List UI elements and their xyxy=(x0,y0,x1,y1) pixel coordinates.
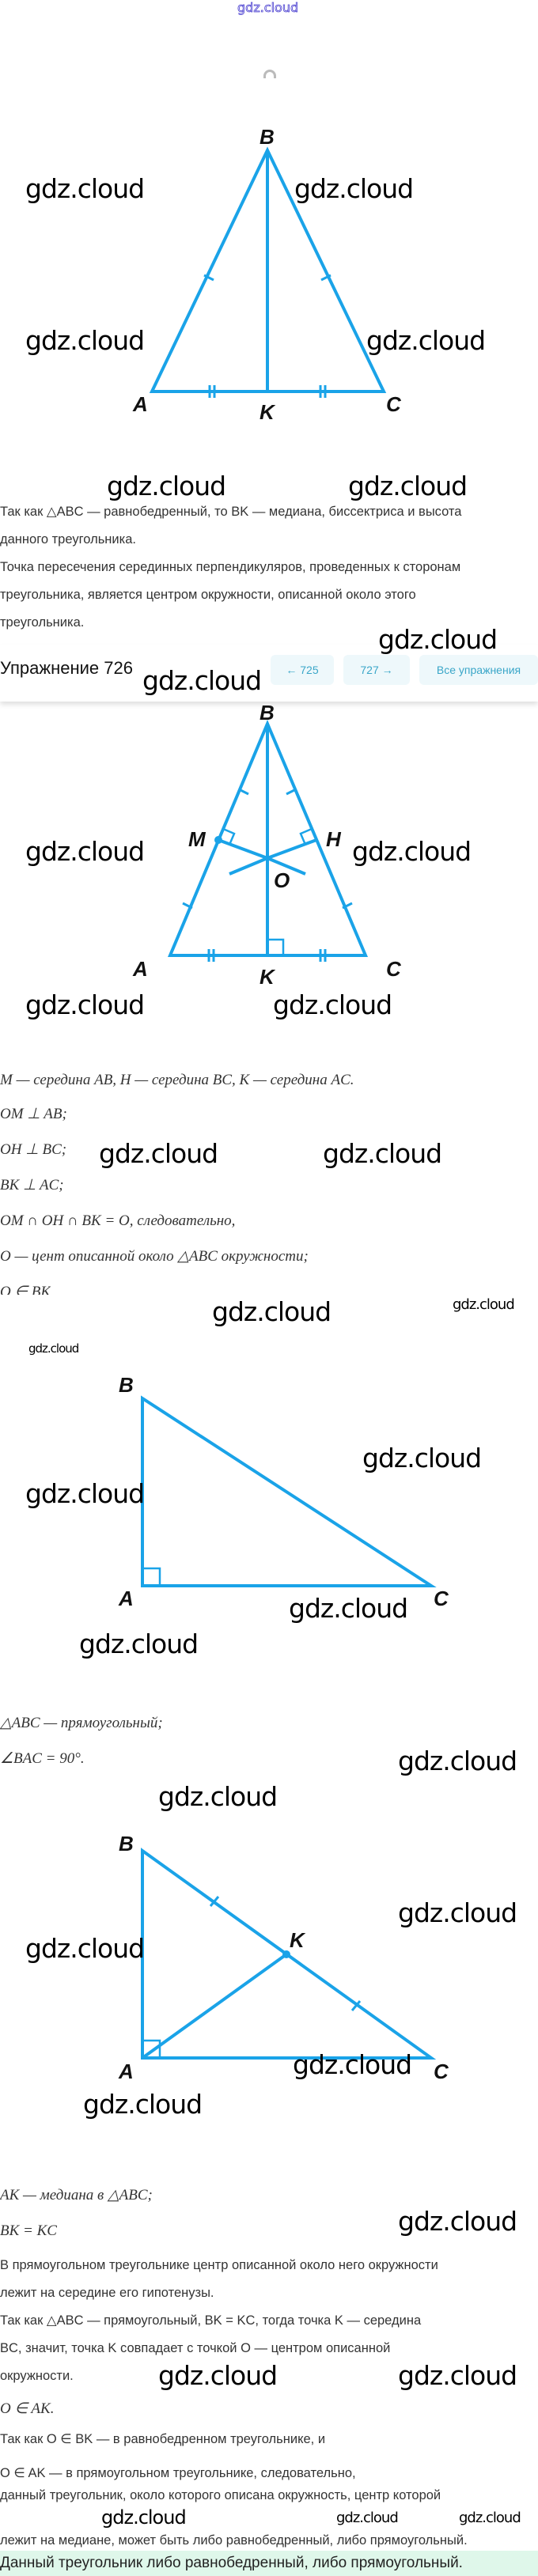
point-label-o: O xyxy=(274,868,290,892)
text4-line: Так как O ∈ BK — в равнобедренном треуго… xyxy=(0,2432,326,2446)
text2-line: OM ∩ OH ∩ BK = O, следовательно, xyxy=(0,1212,236,1229)
text3-line: △ABC — прямоугольный; xyxy=(0,1715,163,1731)
watermark: gdz.cloud xyxy=(25,989,145,1020)
text4-line: лежит на середине его гипотенузы. xyxy=(0,2286,214,2300)
vertex-label-a: A xyxy=(132,392,148,416)
watermark: gdz.cloud xyxy=(398,2206,517,2237)
watermark: gdz.cloud xyxy=(453,1296,515,1313)
watermark: gdz.cloud xyxy=(25,325,145,356)
text1-line: Так как △ABC — равнобедренный, то BK — м… xyxy=(0,505,462,519)
watermark: gdz.cloud xyxy=(398,2360,517,2391)
figure-perpendicular-bisectors: B M H O A C K xyxy=(132,704,402,989)
watermark: gdz.cloud xyxy=(25,173,145,204)
text1-line: Точка пересечения серединных перпендикул… xyxy=(0,560,461,574)
figure-right-triangle: B A C xyxy=(118,1373,449,1610)
point-label-k: K xyxy=(290,1928,306,1952)
all-exercises-button[interactable]: Все упражнения xyxy=(419,655,538,685)
text2-line: BK ⊥ AC; xyxy=(0,1177,64,1193)
watermark: gdz.cloud xyxy=(99,1138,218,1169)
vertex-label-c: C xyxy=(434,1587,449,1610)
site-logo[interactable]: gdz.cloud xyxy=(237,0,299,15)
vertex-label-b: B xyxy=(260,704,275,724)
watermark: gdz.cloud xyxy=(459,2510,521,2526)
text2-line: OH ⊥ BC; xyxy=(0,1141,67,1158)
text3-line: ∠BAC = 90°. xyxy=(0,1750,85,1767)
watermark: gdz.cloud xyxy=(107,471,226,501)
text1-line: данного треугольника. xyxy=(0,532,136,547)
watermark: gdz.cloud xyxy=(79,1628,199,1659)
prev-exercise-button[interactable]: ← 725 xyxy=(271,655,334,685)
watermark: gdz.cloud xyxy=(398,1897,517,1928)
text4-line: AK — медиана в △ABC; xyxy=(0,2187,153,2203)
vertex-label-b: B xyxy=(119,1373,134,1397)
watermark: gdz.cloud xyxy=(158,1781,278,1812)
watermark: gdz.cloud xyxy=(25,1478,145,1509)
point-label-k: K xyxy=(260,400,276,424)
watermark: gdz.cloud xyxy=(289,1593,408,1624)
watermark: gdz.cloud xyxy=(323,1138,442,1169)
watermark: gdz.cloud xyxy=(294,173,414,204)
vertex-label-a: A xyxy=(118,1587,134,1610)
watermark: gdz.cloud xyxy=(273,989,392,1020)
text4-line: O ∈ AK. xyxy=(0,2400,55,2417)
watermark: gdz.cloud xyxy=(362,1443,482,1473)
vertex-label-b: B xyxy=(119,1832,134,1855)
vertex-label-b: B xyxy=(260,125,275,149)
text4-line: В прямоугольном треугольнике центр описа… xyxy=(0,2258,438,2272)
watermark: gdz.cloud xyxy=(25,1933,145,1964)
text4-line: данный треугольник, около которого описа… xyxy=(0,2488,441,2502)
text1-line: треугольника. xyxy=(0,615,85,630)
text4-line: Так как △ABC — прямоугольный, BK = KC, т… xyxy=(0,2313,422,2328)
loading-spinner-icon xyxy=(263,70,276,78)
next-exercise-button[interactable]: 727 → xyxy=(343,655,410,685)
text1-line: треугольника, является центром окружност… xyxy=(0,588,416,602)
text2-line: M — середина AB, H — середина BC, K — се… xyxy=(0,1072,354,1088)
watermark: gdz.cloud xyxy=(366,325,486,356)
point-label-m: M xyxy=(188,827,206,851)
vertex-label-a: A xyxy=(118,2060,134,2080)
figure-right-triangle-median: B K A C xyxy=(118,1832,449,2080)
vertex-label-c: C xyxy=(386,957,402,981)
watermark: gdz.cloud xyxy=(348,471,468,501)
point-label-k: K xyxy=(260,965,276,989)
text4-line: окружности. xyxy=(0,2369,74,2383)
exercise-title: Упражнение 726 xyxy=(0,658,133,678)
watermark: gdz.cloud xyxy=(378,624,498,655)
vertex-label-c: C xyxy=(386,392,402,416)
watermark: gdz.cloud xyxy=(28,1341,79,1356)
text4-line: O ∈ AK — в прямоугольном треугольнике, с… xyxy=(0,2466,356,2480)
text2-line: O ∈ BK xyxy=(0,1284,51,1295)
vertex-label-a: A xyxy=(132,957,148,981)
watermark: gdz.cloud xyxy=(83,2089,203,2120)
watermark: gdz.cloud xyxy=(398,1746,517,1776)
text4-line: BC, значит, точка K совпадает с точкой O… xyxy=(0,2341,391,2355)
watermark: gdz.cloud xyxy=(142,665,262,696)
text2-line: OM ⊥ AB; xyxy=(0,1106,67,1122)
text2-line: O — цент описанной около △ABC окружности… xyxy=(0,1248,309,1265)
watermark: gdz.cloud xyxy=(212,1296,332,1327)
watermark: gdz.cloud xyxy=(336,2510,399,2526)
watermark: gdz.cloud xyxy=(158,2360,278,2391)
watermark: gdz.cloud xyxy=(293,2049,412,2080)
text4-line: лежит на медиане, может быть либо равноб… xyxy=(0,2533,468,2548)
answer-box: Данный треугольник либо равнобедренный, … xyxy=(0,2551,538,2576)
watermark: gdz.cloud xyxy=(101,2506,187,2529)
vertex-label-c: C xyxy=(434,2060,449,2080)
watermark: gdz.cloud xyxy=(352,836,472,867)
watermark: gdz.cloud xyxy=(25,836,145,867)
text4-line: BK = KC xyxy=(0,2222,57,2239)
figure-isosceles-triangle: B A C K xyxy=(132,125,402,424)
point-label-h: H xyxy=(326,827,342,851)
